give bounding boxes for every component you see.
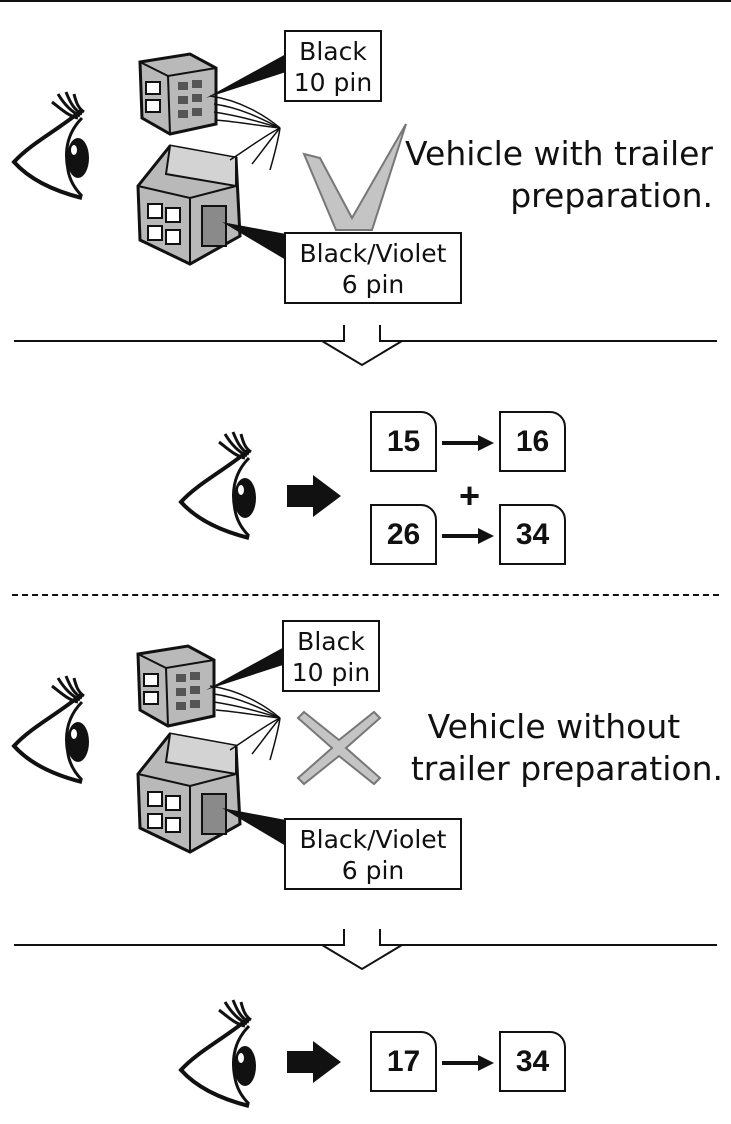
small-arrow-icon: [442, 435, 494, 451]
label-10pin: Black 10 pin: [282, 620, 380, 692]
step-value: 34: [515, 517, 550, 551]
label-10pin-line2: 10 pin: [291, 658, 371, 687]
eye-icon: [178, 431, 256, 540]
connector-10pin-icon: [138, 52, 218, 136]
checkmark-icon: [302, 123, 407, 231]
step-box-34: 34: [499, 504, 566, 565]
eye-icon: [11, 675, 89, 784]
step-box-26: 26: [370, 504, 437, 565]
caption-with-line1: Vehicle with trailer: [405, 134, 713, 173]
step-value: 15: [386, 424, 421, 458]
arrow-down-icon: [318, 325, 406, 367]
divider-right-2: [382, 944, 717, 946]
connector-10pin-icon: [136, 644, 216, 728]
caption-without-line1: Vehicle without: [427, 707, 681, 746]
arrow-right-icon: [287, 1041, 341, 1083]
callout-pointer-6pin: [222, 222, 286, 260]
top-border: [0, 0, 731, 2]
callout-pointer-10pin: [206, 646, 286, 690]
arrow-down-icon: [318, 929, 406, 971]
connector-wires: [209, 685, 281, 761]
step-box-16: 16: [499, 411, 566, 472]
eye-icon: [11, 91, 89, 200]
divider-left-1: [14, 340, 341, 342]
connector-wires: [209, 95, 281, 171]
callout-pointer-6pin: [222, 808, 286, 846]
plus-sign: +: [459, 478, 480, 514]
label-10pin-line2: 10 pin: [293, 68, 373, 97]
caption-without-line2: trailer preparation.: [410, 749, 723, 788]
step-value: 16: [515, 424, 550, 458]
callout-pointer-10pin: [206, 54, 286, 98]
label-6pin-line1: Black/Violet: [299, 825, 447, 854]
caption-with-trailer: Vehicle with trailer preparation.: [405, 133, 713, 217]
connector-6pin-icon: [136, 144, 242, 266]
cross-icon: [296, 710, 382, 786]
label-10pin-line1: Black: [299, 37, 367, 66]
plus-text: +: [459, 475, 481, 516]
label-6pin-line1: Black/Violet: [299, 239, 447, 268]
small-arrow-icon: [442, 1055, 494, 1071]
caption-without-trailer: Vehicle without trailer preparation.: [411, 706, 723, 790]
dashed-separator: [12, 594, 719, 596]
arrow-right-icon: [287, 475, 341, 517]
label-6pin: Black/Violet 6 pin: [284, 818, 462, 890]
divider-right-1: [382, 340, 717, 342]
eye-icon: [178, 999, 256, 1108]
divider-left-2: [14, 944, 341, 946]
small-arrow-icon: [442, 528, 494, 544]
label-6pin-line2: 6 pin: [341, 856, 405, 885]
step-value: 34: [515, 1044, 550, 1078]
label-10pin: Black 10 pin: [284, 30, 382, 102]
label-6pin: Black/Violet 6 pin: [284, 232, 462, 304]
step-box-34: 34: [499, 1031, 566, 1092]
label-10pin-line1: Black: [297, 627, 365, 656]
label-6pin-line2: 6 pin: [341, 270, 405, 299]
caption-with-line2: preparation.: [510, 176, 713, 215]
step-box-15: 15: [370, 411, 437, 472]
step-value: 17: [386, 1044, 421, 1078]
step-value: 26: [386, 517, 421, 551]
step-box-17: 17: [370, 1031, 437, 1092]
